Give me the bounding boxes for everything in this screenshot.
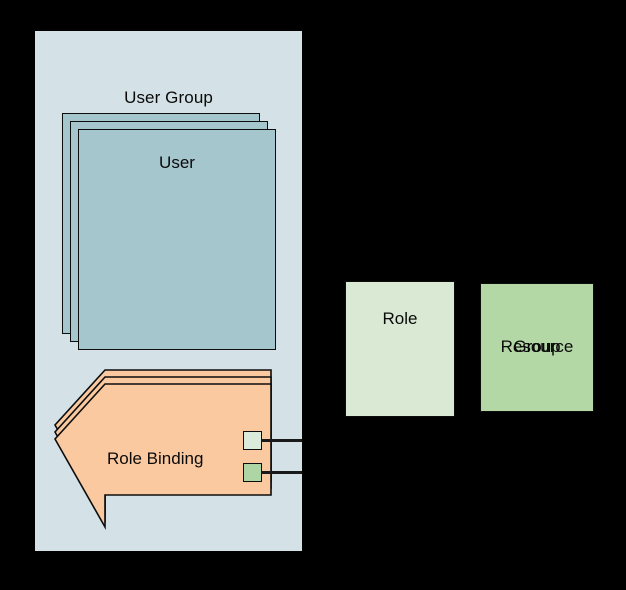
role-binding-arrow-stack[interactable] bbox=[0, 0, 302, 590]
role-binding-label: Role Binding bbox=[107, 449, 204, 468]
user-card-front[interactable] bbox=[78, 129, 276, 350]
role-binding-arrow-front[interactable] bbox=[54, 383, 272, 531]
role-box[interactable]: Role bbox=[345, 281, 455, 417]
resource-group-label-line1: Resource bbox=[500, 337, 574, 356]
resource-group-label-line2: Group bbox=[513, 337, 561, 356]
connector-rolebinding-to-resource-group bbox=[261, 471, 302, 474]
role-port-square[interactable] bbox=[243, 431, 262, 450]
user-group-label: User Group bbox=[124, 88, 213, 107]
user-card-label: User bbox=[159, 153, 195, 172]
resource-group-port-square[interactable] bbox=[243, 463, 262, 482]
connector-rolebinding-to-role bbox=[261, 439, 302, 442]
role-box-label: Role bbox=[382, 309, 418, 328]
